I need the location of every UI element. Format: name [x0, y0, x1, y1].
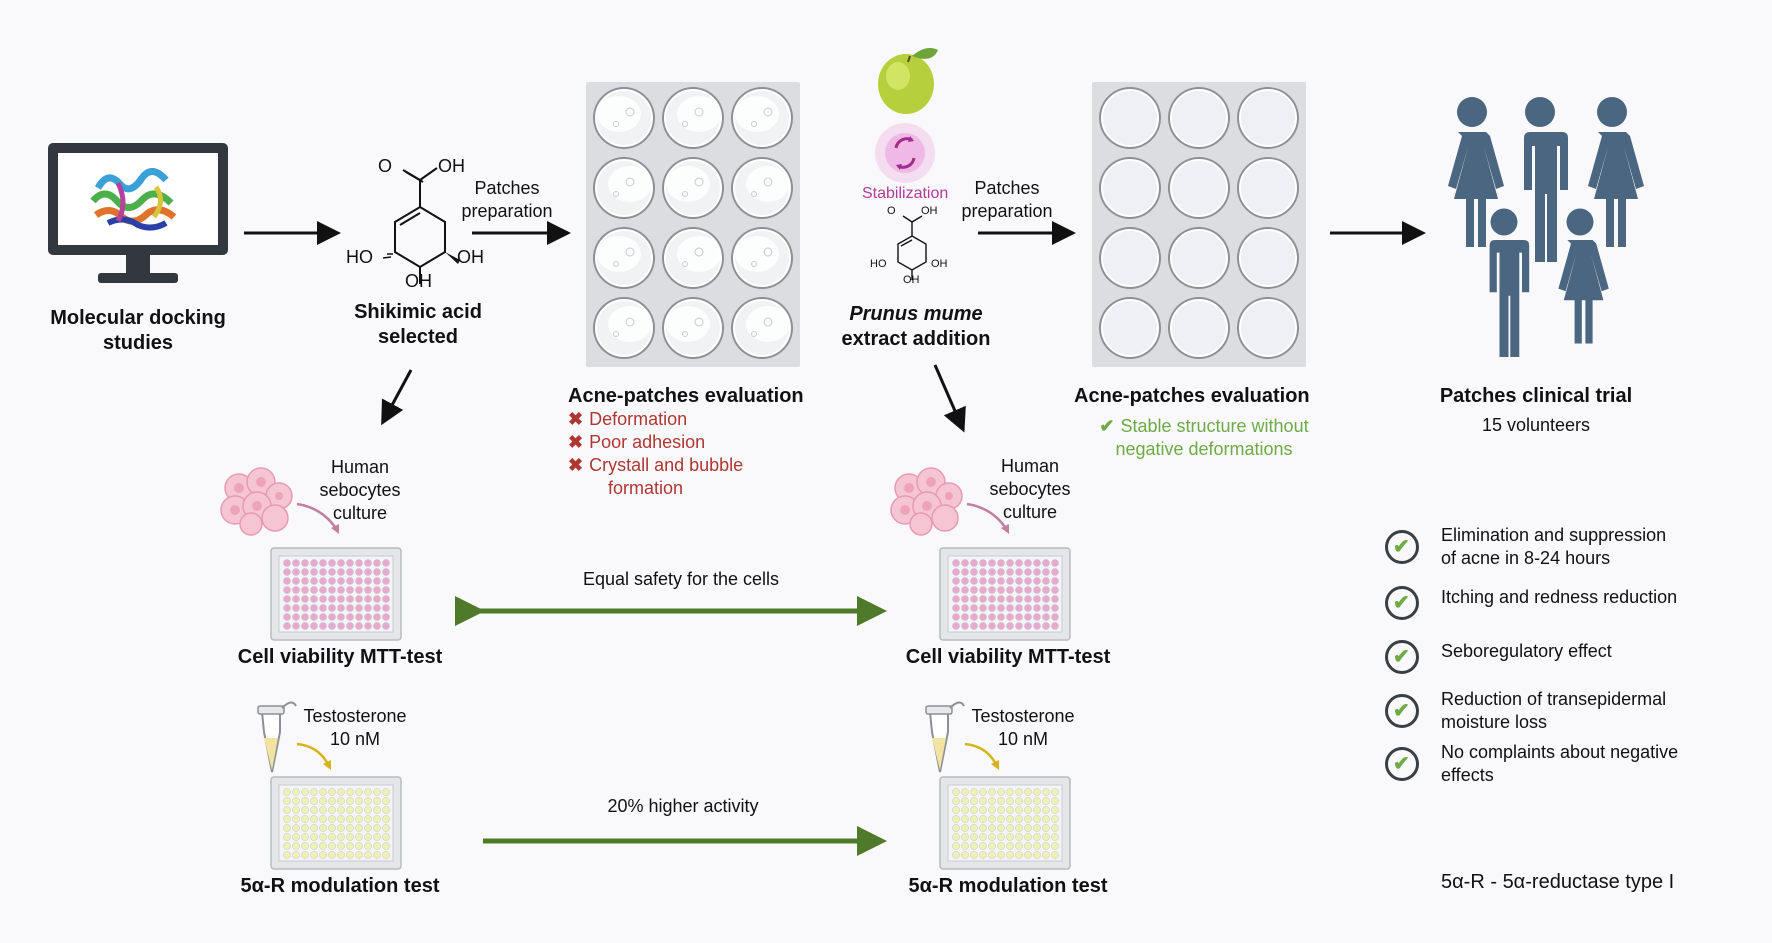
- monitor-icon: [48, 143, 228, 283]
- protein-structure-icon: [90, 168, 177, 231]
- person-icon: [1558, 208, 1609, 344]
- patch-well: [662, 157, 724, 219]
- stabilization-label: Stabilization: [862, 185, 949, 202]
- eval-1-issues: ✖Deformation ✖Poor adhesion ✖Crystall an…: [568, 409, 744, 498]
- chem-small-ho: HO: [870, 258, 887, 270]
- chem-oh-right: OH: [457, 247, 484, 267]
- patch-well: [662, 227, 724, 289]
- shikimic-acid-structure: [382, 167, 460, 284]
- check-circle-icon: ✔: [1385, 586, 1419, 620]
- mod-right-label: 5α-R modulation test: [908, 875, 1108, 897]
- equal-safety-label: Equal safety for the cells: [582, 569, 780, 589]
- result-item: ✔ Itching and redness reduction: [1385, 586, 1745, 634]
- yellow-curve-arrow: [964, 742, 999, 770]
- patch-well: [593, 297, 655, 359]
- well-plate-icon: [939, 547, 1071, 641]
- patch-well: [1168, 227, 1230, 289]
- yellow-curve-arrow: [296, 742, 331, 770]
- stabilization-cycle-icon: [875, 123, 935, 183]
- check-circle-icon: ✔: [1385, 694, 1419, 728]
- cell-cluster-icon: [890, 467, 963, 536]
- patch-well: [1099, 227, 1161, 289]
- chem-small-oh-bottom: OH: [903, 274, 920, 286]
- prunus-label: Prunus mume extract addition: [841, 303, 991, 350]
- result-item: ✔ Seboregulatory effect: [1385, 640, 1745, 688]
- test-tube-icon: [257, 701, 297, 773]
- shikimic-label: Shikimic acid selected: [354, 301, 482, 348]
- patch-well: [1168, 297, 1230, 359]
- patch-well: [1099, 157, 1161, 219]
- patch-well: [662, 297, 724, 359]
- eval-2-result: ✔Stable structure without negative defor…: [1099, 416, 1309, 459]
- well-plate-icon: [939, 776, 1071, 870]
- shikimic-acid-small-structure: [897, 215, 927, 280]
- person-icon: [1484, 208, 1530, 357]
- cell-cluster-icon: [220, 467, 293, 536]
- chem-small-o: O: [887, 205, 896, 217]
- volunteers-group-icon: [1448, 97, 1644, 357]
- pink-curve-arrow: [966, 502, 1009, 534]
- patch-tray-icon: [586, 82, 800, 367]
- test-tube-icon: [925, 701, 965, 773]
- clinical-sub: 15 volunteers: [1481, 415, 1591, 435]
- chem-small-oh-right: OH: [931, 258, 948, 270]
- well-plate-icon: [270, 547, 402, 641]
- eval-2-title: Acne-patches evaluation: [1074, 385, 1310, 407]
- mod-left-label: 5α-R modulation test: [240, 875, 440, 897]
- pink-curve-arrow: [296, 502, 339, 534]
- patch-well: [731, 87, 793, 149]
- patch-well: [1237, 297, 1299, 359]
- chem-o: O: [378, 156, 393, 176]
- patch-well: [1237, 157, 1299, 219]
- apricot-fruit-icon: [878, 48, 938, 114]
- patches-prep-label-1: Patches preparation: [461, 178, 553, 221]
- docking-label: Molecular docking studies: [50, 307, 226, 354]
- patch-well: [1168, 157, 1230, 219]
- patch-well: [662, 87, 724, 149]
- patch-well: [1099, 297, 1161, 359]
- patch-well: [1099, 87, 1161, 149]
- patch-well: [593, 157, 655, 219]
- check-circle-icon: ✔: [1385, 530, 1419, 564]
- chem-oh-bottom: OH: [405, 271, 432, 291]
- chem-ho-left: HO: [346, 247, 373, 267]
- cross-mark-icon: ✖: [568, 409, 584, 429]
- check-mark-icon: ✔: [1099, 416, 1115, 436]
- chem-small-oh-top: OH: [921, 205, 938, 217]
- well-plate-icon: [270, 776, 402, 870]
- eval-1-title: Acne-patches evaluation: [568, 385, 804, 407]
- patch-well: [731, 227, 793, 289]
- check-circle-icon: ✔: [1385, 747, 1419, 781]
- cross-mark-icon: ✖: [568, 432, 584, 452]
- higher-activity-label: 20% higher activity: [607, 796, 759, 816]
- patch-well: [731, 157, 793, 219]
- mtt-right-label: Cell viability MTT-test: [905, 646, 1111, 668]
- cross-mark-icon: ✖: [568, 455, 584, 475]
- chem-oh-top: OH: [438, 156, 465, 176]
- patch-well: [593, 227, 655, 289]
- clinical-title: Patches clinical trial: [1439, 385, 1633, 407]
- patch-well: [731, 297, 793, 359]
- patch-well: [1237, 227, 1299, 289]
- person-icon: [1588, 97, 1644, 247]
- patch-tray-icon: [1092, 82, 1306, 367]
- patches-prep-label-2: Patches preparation: [961, 178, 1053, 221]
- footnote: 5α-R - 5α-reductase type I: [1441, 871, 1675, 893]
- check-circle-icon: ✔: [1385, 640, 1419, 674]
- patch-well: [1168, 87, 1230, 149]
- person-icon: [1518, 97, 1568, 262]
- mtt-left-label: Cell viability MTT-test: [237, 646, 443, 668]
- patch-well: [593, 87, 655, 149]
- patch-well: [1237, 87, 1299, 149]
